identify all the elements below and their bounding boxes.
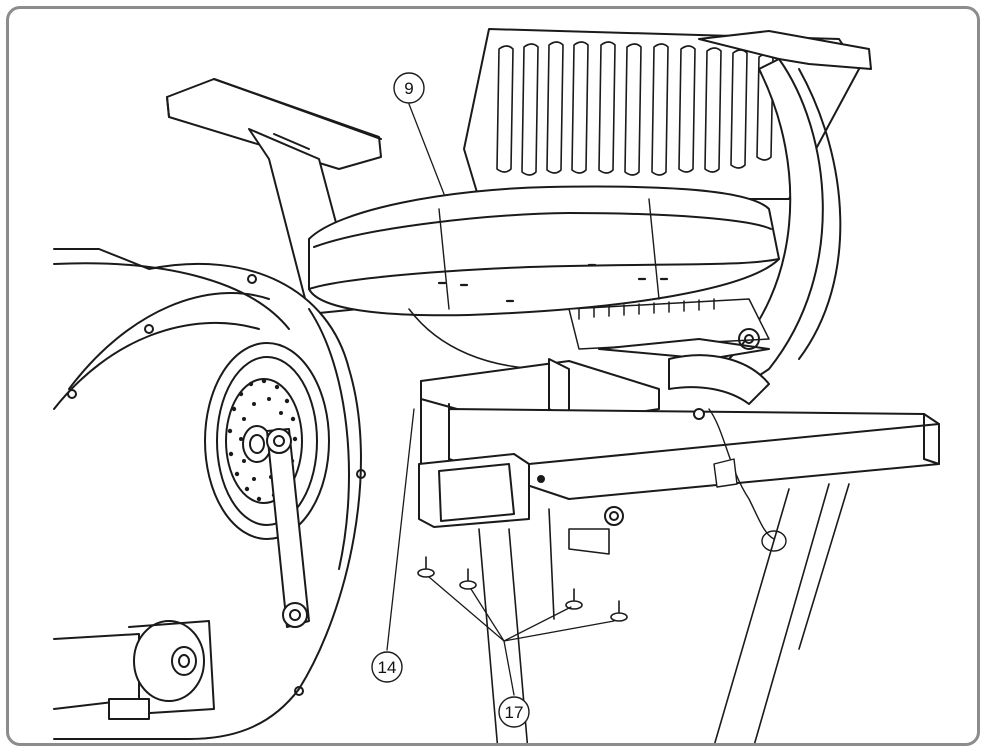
callout-9: 9	[393, 72, 425, 104]
assembly-drawing: 9 14 17	[53, 28, 940, 743]
crank-arm	[266, 428, 310, 628]
pedal-area	[53, 620, 215, 720]
main-rail	[418, 408, 940, 528]
callout-14: 14	[371, 651, 403, 683]
callout-17: 17	[498, 696, 530, 728]
seat-underside	[408, 298, 770, 370]
seat-cushion	[308, 185, 780, 317]
cable	[708, 408, 787, 552]
callout-17-label: 17	[505, 703, 524, 722]
frame-legs	[478, 483, 850, 743]
bolts	[417, 556, 628, 622]
callout-14-label: 14	[378, 658, 397, 677]
leader-lines	[386, 103, 615, 696]
callout-9-label: 9	[404, 79, 413, 98]
figure-frame: 9 14 17	[6, 6, 980, 746]
